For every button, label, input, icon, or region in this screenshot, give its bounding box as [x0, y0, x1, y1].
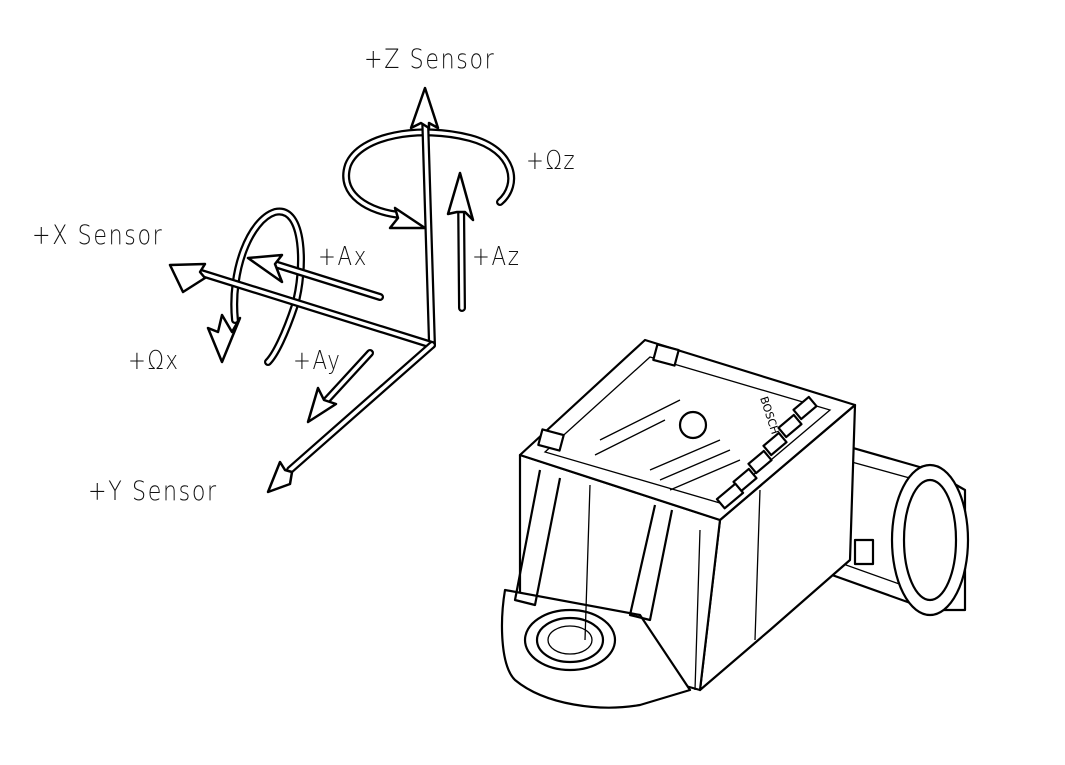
az-label: +Az	[472, 242, 521, 272]
y-sensor-label: +Y Sensor	[88, 476, 218, 507]
ay-arrow	[306, 349, 374, 424]
z-axis	[409, 86, 440, 349]
omega-x-rotation-arrow	[206, 207, 305, 366]
ay-label: +Ay	[293, 346, 342, 376]
pin-slots	[715, 395, 818, 510]
az-arrow	[446, 171, 475, 312]
mounting-flange	[500, 588, 692, 709]
omega-x-label: +Ωx	[128, 346, 180, 376]
ax-label: +Ax	[318, 242, 368, 272]
x-sensor-label: +X Sensor	[32, 220, 164, 251]
x-axis	[168, 262, 436, 349]
sensor-device-drawing: BOSCH	[500, 338, 970, 709]
omega-z-label: +Ωz	[526, 146, 577, 176]
y-axis	[266, 341, 436, 494]
ax-arrow	[246, 253, 384, 301]
z-sensor-label: +Z Sensor	[364, 44, 496, 75]
omega-z-rotation-arrow	[342, 128, 516, 230]
